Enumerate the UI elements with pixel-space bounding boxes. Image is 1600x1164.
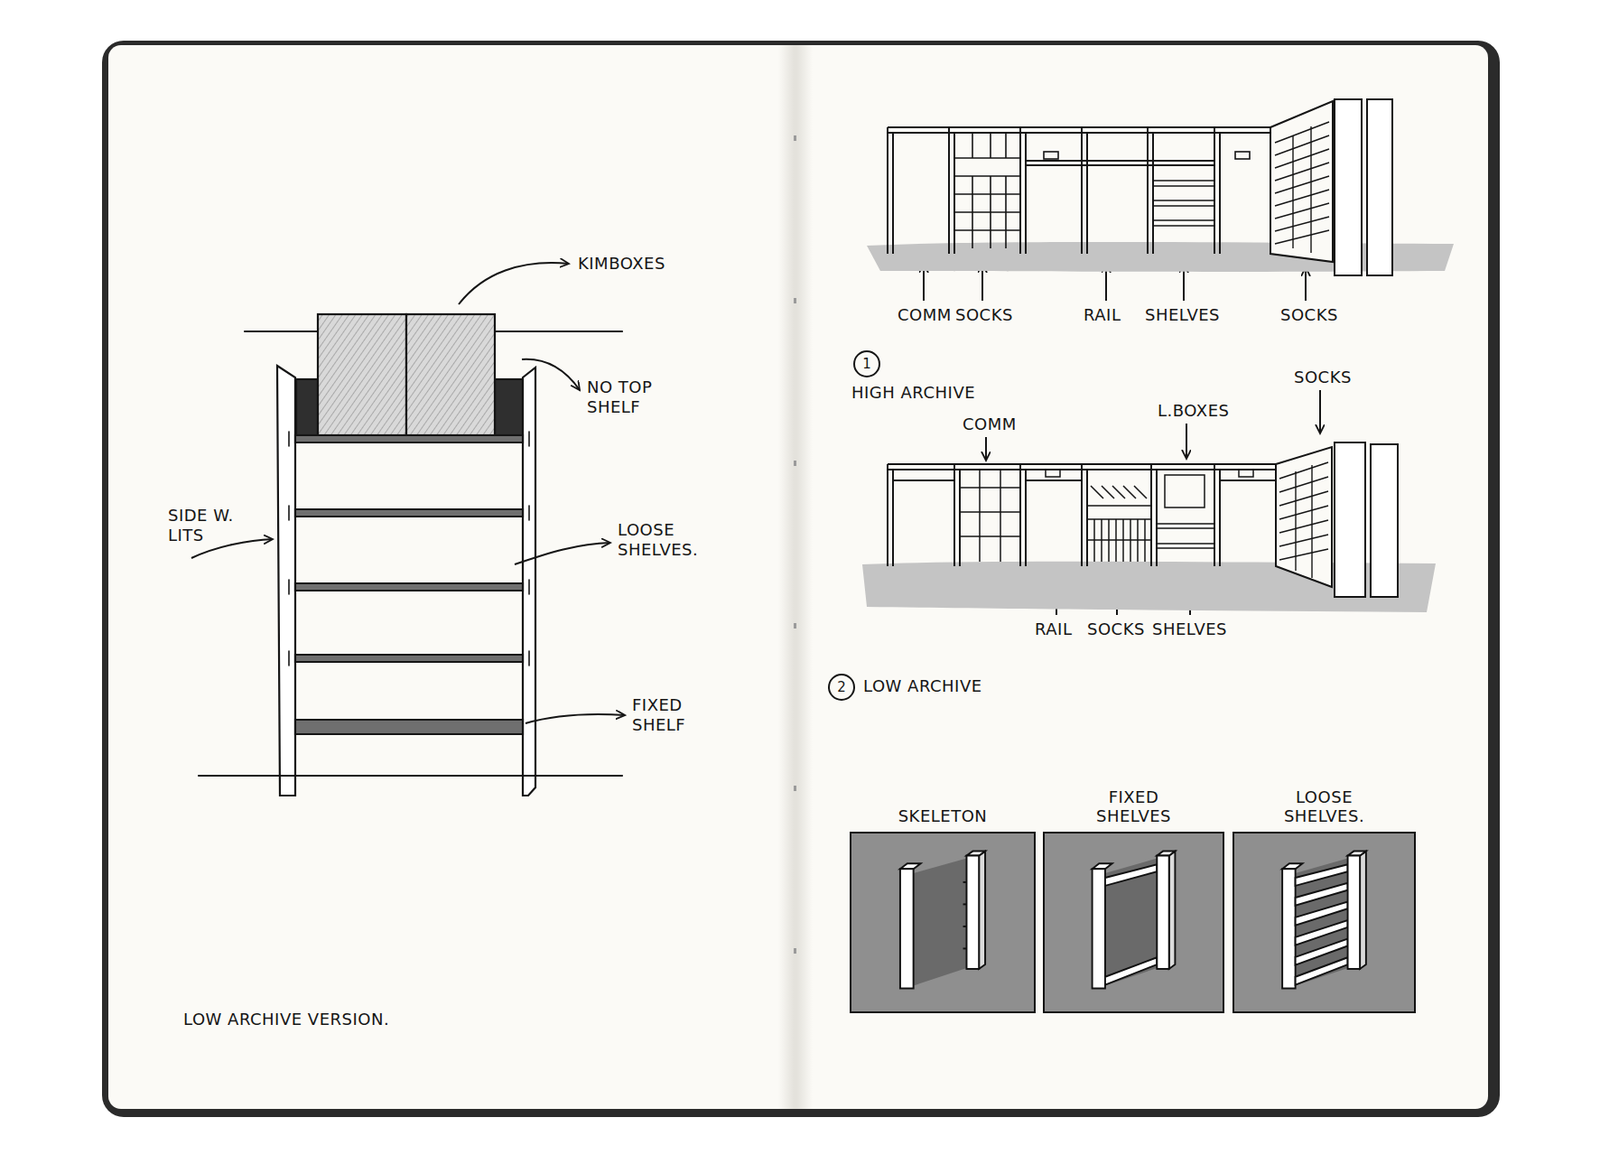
illustration-panel: LOOSE SHELVES.	[1232, 831, 1416, 1014]
part-label: LOOSE SHELVES.	[617, 520, 719, 559]
illustration-panel: FIXED SHELVES	[1042, 831, 1225, 1014]
part-label: COMM	[897, 305, 952, 326]
sheet-note: LOW ARCHIVE VERSION.	[183, 1009, 390, 1030]
part-label: SOCKS	[1293, 367, 1352, 388]
high-archive-elevation	[866, 99, 1454, 276]
callout-number: 2	[827, 673, 856, 701]
part-label: NO TOP SHELF	[586, 377, 670, 417]
callout-number: 1	[853, 350, 881, 378]
part-label: SOCKS	[1280, 305, 1339, 326]
low-archive-shelf	[198, 314, 623, 796]
part-label: RAIL	[1034, 619, 1072, 640]
part-label: COMM	[962, 414, 1017, 435]
bookcase-sketch	[1234, 833, 1414, 1012]
part-label: RAIL	[1083, 305, 1121, 326]
option-title: HIGH ARCHIVE	[851, 382, 976, 403]
option-title: LOW ARCHIVE	[863, 676, 983, 697]
bookcase-sketch	[1044, 833, 1223, 1012]
low-archive-elevation	[862, 442, 1436, 613]
part-label: SHELVES	[1152, 619, 1228, 640]
heading-text: LOOSE SHELVES.	[1261, 787, 1388, 827]
part-label: L.BOXES	[1157, 400, 1229, 421]
bookcase-sketch	[851, 833, 1034, 1012]
part-label: SIDE W. LITS	[167, 505, 246, 545]
part-label: SHELVES	[1144, 305, 1220, 326]
panel-heading: SKELETON	[851, 806, 1034, 827]
part-label: SOCKS	[1087, 619, 1145, 640]
part-label: FIXED SHELF	[632, 695, 708, 735]
illustration-panel: SKELETON	[849, 831, 1036, 1014]
leader-arrows	[191, 262, 1321, 724]
heading-text: SKELETON	[861, 806, 1024, 827]
part-label: KIMBOXES	[577, 253, 666, 274]
heading-text: FIXED SHELVES	[1075, 787, 1193, 827]
notebook	[102, 40, 1500, 1117]
panel-heading: FIXED SHELVES	[1044, 787, 1223, 827]
panel-heading: LOOSE SHELVES.	[1234, 787, 1414, 827]
part-label: SOCKS	[955, 305, 1014, 326]
